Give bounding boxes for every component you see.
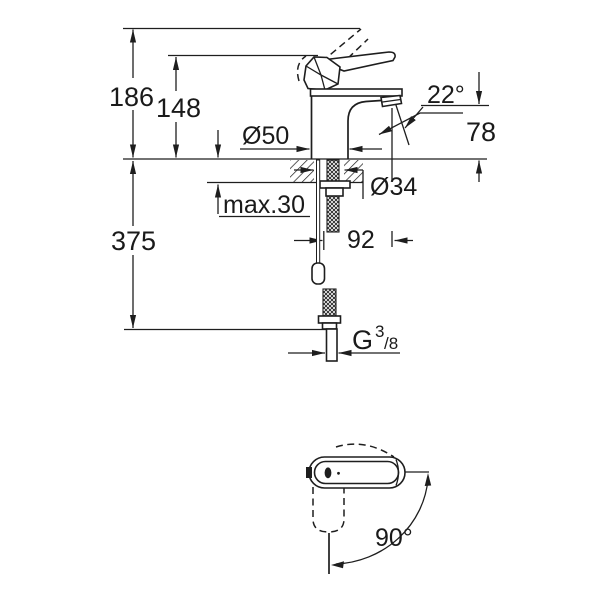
dim-148-label: 148 [156,93,201,123]
dim-186: 186 [109,29,154,158]
dim-375: 375 [111,161,156,328]
dim-d50: Ø50 [240,122,382,153]
dim-90deg-label: 90° [375,524,413,552]
dim-g38-label-num: 3 [375,322,384,341]
dim-g38: G 3 /8 [288,322,400,357]
dim-max30: max.30 [214,130,310,219]
dim-92-label: 92 [347,226,375,254]
handle-index-tab [306,467,312,478]
supply-hose [317,288,342,362]
dim-78-label: 78 [466,117,496,147]
dim-375-label: 375 [111,226,156,256]
dim-22deg-label: 22° [427,81,465,109]
dim-d34: Ø34 [294,166,417,201]
top-view [306,443,406,574]
dim-22deg: 22° [378,81,489,247]
lever-raised-dashed [296,28,369,83]
cartridge-dot [324,467,332,479]
dim-90deg-swivel: 90° [331,471,432,569]
faucet-body [309,88,403,159]
dim-186-label: 186 [109,82,154,112]
dim-max30-label: max.30 [223,191,305,219]
threaded-shank [319,159,351,233]
dim-78: 78 [466,72,496,182]
pull-rod [311,159,326,285]
dim-g38-label-den: /8 [384,334,398,353]
dim-92: 92 [294,226,413,254]
dim-d34-label: Ø34 [370,173,417,201]
dim-d50-label: Ø50 [242,122,289,150]
lever-handle [303,51,396,91]
dim-g38-label-g: G [352,325,373,355]
dim-148: 148 [156,57,201,158]
